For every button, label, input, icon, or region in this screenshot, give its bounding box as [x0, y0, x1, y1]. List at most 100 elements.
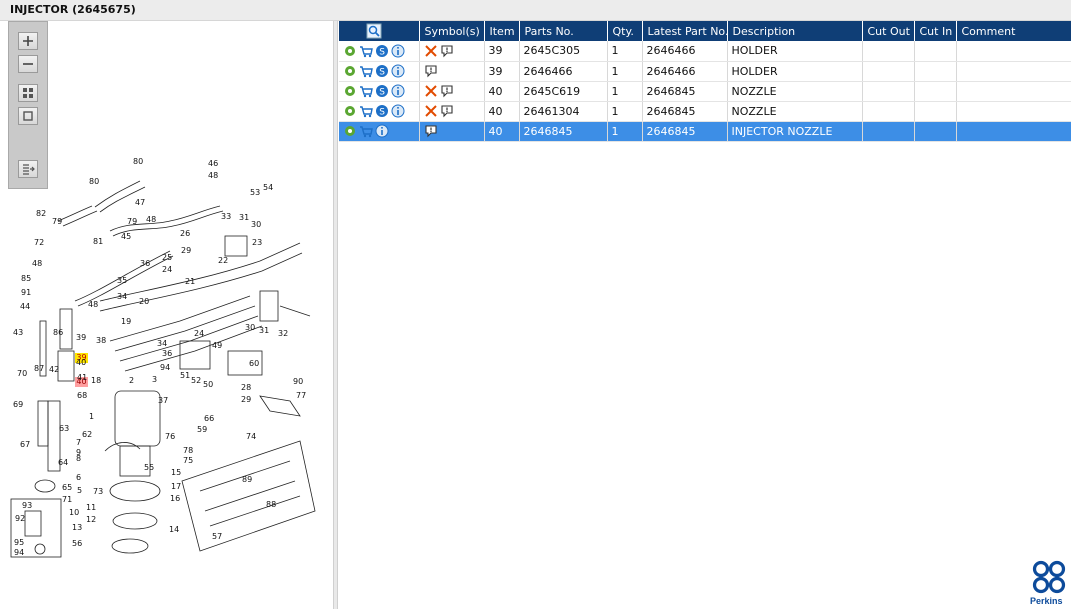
diagram-callout[interactable]: 48	[32, 259, 43, 268]
settings-icon[interactable]	[343, 84, 357, 98]
diagram-callout[interactable]: 15	[171, 468, 182, 477]
diagram-callout[interactable]: 55	[144, 463, 155, 472]
diagram-callout[interactable]: 90	[293, 377, 304, 386]
diagram-callout[interactable]: 22	[218, 256, 229, 265]
diagram-callout[interactable]: 36	[140, 259, 151, 268]
diagram-callout[interactable]: 35	[117, 276, 128, 285]
info-icon[interactable]	[375, 124, 389, 138]
diagram-callout[interactable]: 10	[69, 508, 80, 517]
diagram-callout[interactable]: 34	[157, 339, 168, 348]
pane-splitter[interactable]	[333, 21, 338, 609]
diagram-callout[interactable]: 23	[252, 238, 263, 247]
diagram-callout[interactable]: 16	[170, 494, 181, 503]
comment-icon[interactable]	[440, 84, 454, 98]
diagram-callout[interactable]: 63	[59, 424, 70, 433]
cart-icon[interactable]	[359, 64, 373, 78]
diagram-callout[interactable]: 76	[165, 432, 176, 441]
diagram-callout[interactable]: 18	[91, 376, 102, 385]
diagram-callout[interactable]: 92	[15, 514, 26, 523]
diagram-callout[interactable]: 40	[76, 358, 87, 367]
diagram-callout[interactable]: 77	[296, 391, 307, 400]
column-header-description[interactable]: Description	[727, 21, 863, 41]
s-icon[interactable]: S	[375, 104, 389, 118]
diagram-callout[interactable]: 12	[86, 515, 97, 524]
column-header-comment[interactable]: Comment	[956, 21, 1071, 41]
diagram-callout[interactable]: 32	[278, 329, 289, 338]
diagram-callout[interactable]: 45	[121, 232, 132, 241]
diagram-callout[interactable]: 21	[185, 277, 196, 286]
diagram-callout[interactable]: 6	[76, 473, 82, 482]
diagram-callout[interactable]: 60	[249, 359, 260, 368]
diagram-callout[interactable]: 59	[197, 425, 208, 434]
zoom-in-button[interactable]	[18, 32, 38, 50]
actual-size-button[interactable]	[18, 107, 38, 125]
diagram-callout[interactable]: 70	[17, 369, 28, 378]
diagram-callout[interactable]: 93	[22, 501, 33, 510]
callout-40-highlight[interactable]: 40	[75, 377, 88, 387]
diagram-callout[interactable]: 89	[242, 475, 253, 484]
export-button[interactable]	[18, 160, 38, 178]
diagram-callout[interactable]: 37	[158, 396, 169, 405]
cart-icon[interactable]	[359, 44, 373, 58]
diagram-callout[interactable]: 25	[162, 253, 173, 262]
diagram-callout[interactable]: 68	[77, 391, 88, 400]
column-header-item[interactable]: Item	[484, 21, 520, 41]
diagram-callout[interactable]: 29	[181, 246, 192, 255]
cross-icon[interactable]	[424, 44, 438, 58]
info-icon[interactable]	[391, 104, 405, 118]
diagram-callout[interactable]: 78	[183, 446, 194, 455]
diagram-callout[interactable]: 38	[96, 336, 107, 345]
diagram-callout[interactable]: 69	[13, 400, 24, 409]
diagram-callout[interactable]: 29	[241, 395, 252, 404]
diagram-callout[interactable]: 46	[208, 159, 219, 168]
diagram-callout[interactable]: 86	[53, 328, 64, 337]
exploded-diagram[interactable]	[0, 21, 335, 609]
diagram-callout[interactable]: 50	[203, 380, 214, 389]
comment-icon[interactable]	[424, 64, 438, 78]
diagram-callout[interactable]: 64	[58, 458, 69, 467]
diagram-callout[interactable]: 48	[208, 171, 219, 180]
diagram-callout[interactable]: 82	[36, 209, 47, 218]
diagram-callout[interactable]: 11	[86, 503, 97, 512]
s-icon[interactable]: S	[375, 84, 389, 98]
column-header-symbols[interactable]: Symbol(s)	[419, 21, 485, 41]
diagram-callout[interactable]: 74	[246, 432, 257, 441]
diagram-callout[interactable]: 75	[183, 456, 194, 465]
column-header-cut-out[interactable]: Cut Out	[862, 21, 915, 41]
zoom-out-button[interactable]	[18, 55, 38, 73]
diagram-callout[interactable]: 49	[212, 341, 223, 350]
diagram-callout[interactable]: 8	[76, 454, 82, 463]
diagram-callout[interactable]: 57	[212, 532, 223, 541]
s-icon[interactable]: S	[375, 44, 389, 58]
diagram-callout[interactable]: 87	[34, 364, 45, 373]
diagram-callout[interactable]: 9	[76, 448, 82, 457]
diagram-callout[interactable]: 52	[191, 376, 202, 385]
diagram-callout[interactable]: 3	[152, 375, 158, 384]
settings-icon[interactable]	[343, 104, 357, 118]
diagram-callout[interactable]: 31	[239, 213, 250, 222]
diagram-callout[interactable]: 44	[20, 302, 31, 311]
cart-icon[interactable]	[359, 104, 373, 118]
diagram-callout[interactable]: 31	[259, 326, 270, 335]
callout-39-highlight[interactable]: 39	[75, 353, 88, 363]
diagram-callout[interactable]: 36	[162, 349, 173, 358]
diagram-callout[interactable]: 80	[133, 157, 144, 166]
diagram-callout[interactable]: 67	[20, 440, 31, 449]
diagram-callout[interactable]: 80	[89, 177, 100, 186]
column-header-actions[interactable]	[339, 21, 420, 41]
diagram-callout[interactable]: 85	[21, 274, 32, 283]
settings-icon[interactable]	[343, 64, 357, 78]
diagram-callout[interactable]: 66	[204, 414, 215, 423]
diagram-callout[interactable]: 95	[14, 538, 25, 547]
diagram-callout[interactable]: 28	[241, 383, 252, 392]
cart-icon[interactable]	[359, 84, 373, 98]
diagram-callout[interactable]: 7	[76, 438, 82, 447]
settings-icon[interactable]	[343, 124, 357, 138]
diagram-callout[interactable]: 19	[121, 317, 132, 326]
diagram-callout[interactable]: 43	[13, 328, 24, 337]
column-header-latest-part-no[interactable]: Latest Part No.	[642, 21, 728, 41]
settings-icon[interactable]	[343, 44, 357, 58]
